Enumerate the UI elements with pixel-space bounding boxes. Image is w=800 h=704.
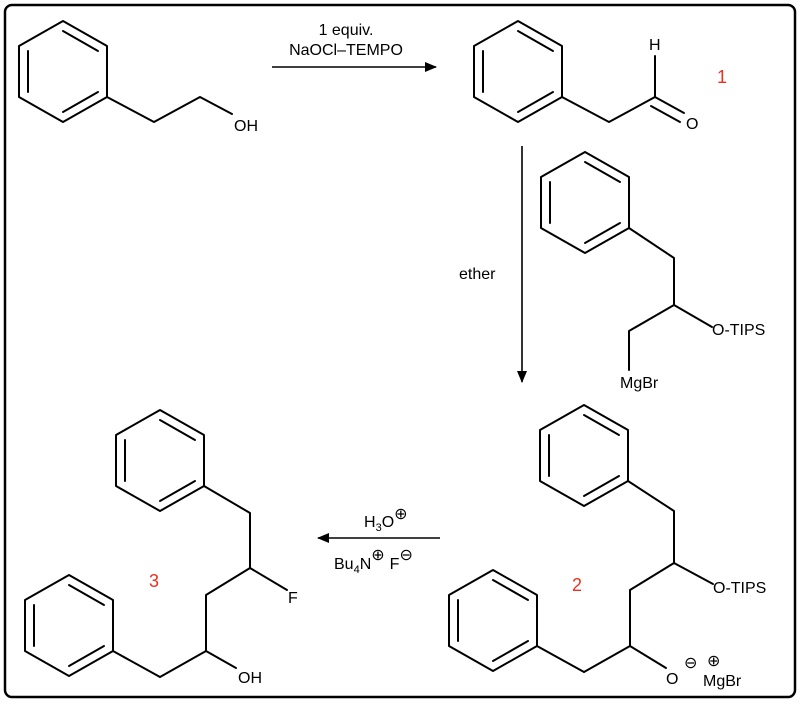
h3o-subscript: 3 — [376, 522, 382, 534]
fluoride-minus: ⊖ — [399, 547, 412, 564]
step2-solvent: ether — [459, 266, 496, 283]
step1-arrow: 1 equiv. NaOCl–TEMPO — [272, 22, 437, 72]
scheme-frame — [3, 3, 797, 699]
h3o-plus: ⊕ — [394, 506, 407, 523]
benzene-ring-upper — [539, 404, 629, 507]
h3o-o: O — [382, 514, 394, 531]
compound-2-number: 2 — [572, 575, 582, 595]
fluoride-f: F — [390, 556, 400, 573]
tbaf-label: Bu4N⊕ F⊖ — [334, 547, 413, 576]
compound-1-phenylacetaldehyde: H O 1 — [473, 20, 727, 133]
benzene-ring — [473, 20, 563, 123]
grignard-reagent: O-TIPS MgBr — [540, 151, 765, 392]
h3o-h: H — [364, 514, 376, 531]
benzene-ring-lower — [24, 574, 114, 677]
step2-arrow: ether — [459, 146, 527, 383]
start-material-2-phenylethanol: OH — [18, 20, 258, 135]
benzene-ring — [540, 151, 630, 254]
step3-arrow: H3O⊕ Bu4N⊕F⊖ — [317, 506, 440, 576]
compound-1-number: 1 — [717, 67, 727, 87]
otips-label: O-TIPS — [713, 580, 766, 597]
compound-3-number: 3 — [149, 571, 159, 591]
mgbr-counterion: MgBr — [703, 673, 742, 690]
compound-3-fluoro-alcohol: F OH 3 — [24, 409, 298, 687]
mgbr-label: MgBr — [620, 375, 659, 392]
fluorine-label: F — [288, 590, 298, 607]
step1-reagent-line1: 1 equiv. — [319, 22, 374, 39]
bu-text: Bu — [334, 556, 354, 573]
aldehyde-h-label: H — [649, 37, 661, 54]
hydroxyl-label: OH — [238, 670, 262, 687]
h3o-label: H3O⊕ — [364, 506, 408, 534]
otips-label: O-TIPS — [712, 322, 765, 339]
step1-reagent-line2: NaOCl–TEMPO — [289, 42, 403, 59]
compound-2-alkoxide: O-TIPS O ⊖ ⊕ MgBr 2 — [448, 404, 766, 690]
positive-charge: ⊕ — [707, 653, 720, 670]
hydroxyl-label: OH — [234, 118, 258, 135]
bu-subscript: 4 — [354, 564, 360, 576]
carbonyl-o-label: O — [686, 116, 698, 133]
benzene-ring-upper — [115, 409, 205, 512]
negative-charge: ⊖ — [684, 655, 697, 672]
ammonium-plus: ⊕ — [371, 547, 384, 564]
alkoxide-o-label: O — [666, 671, 678, 688]
benzene-ring-lower — [448, 569, 538, 672]
benzene-ring — [18, 20, 108, 123]
bu-n: N — [360, 556, 372, 573]
